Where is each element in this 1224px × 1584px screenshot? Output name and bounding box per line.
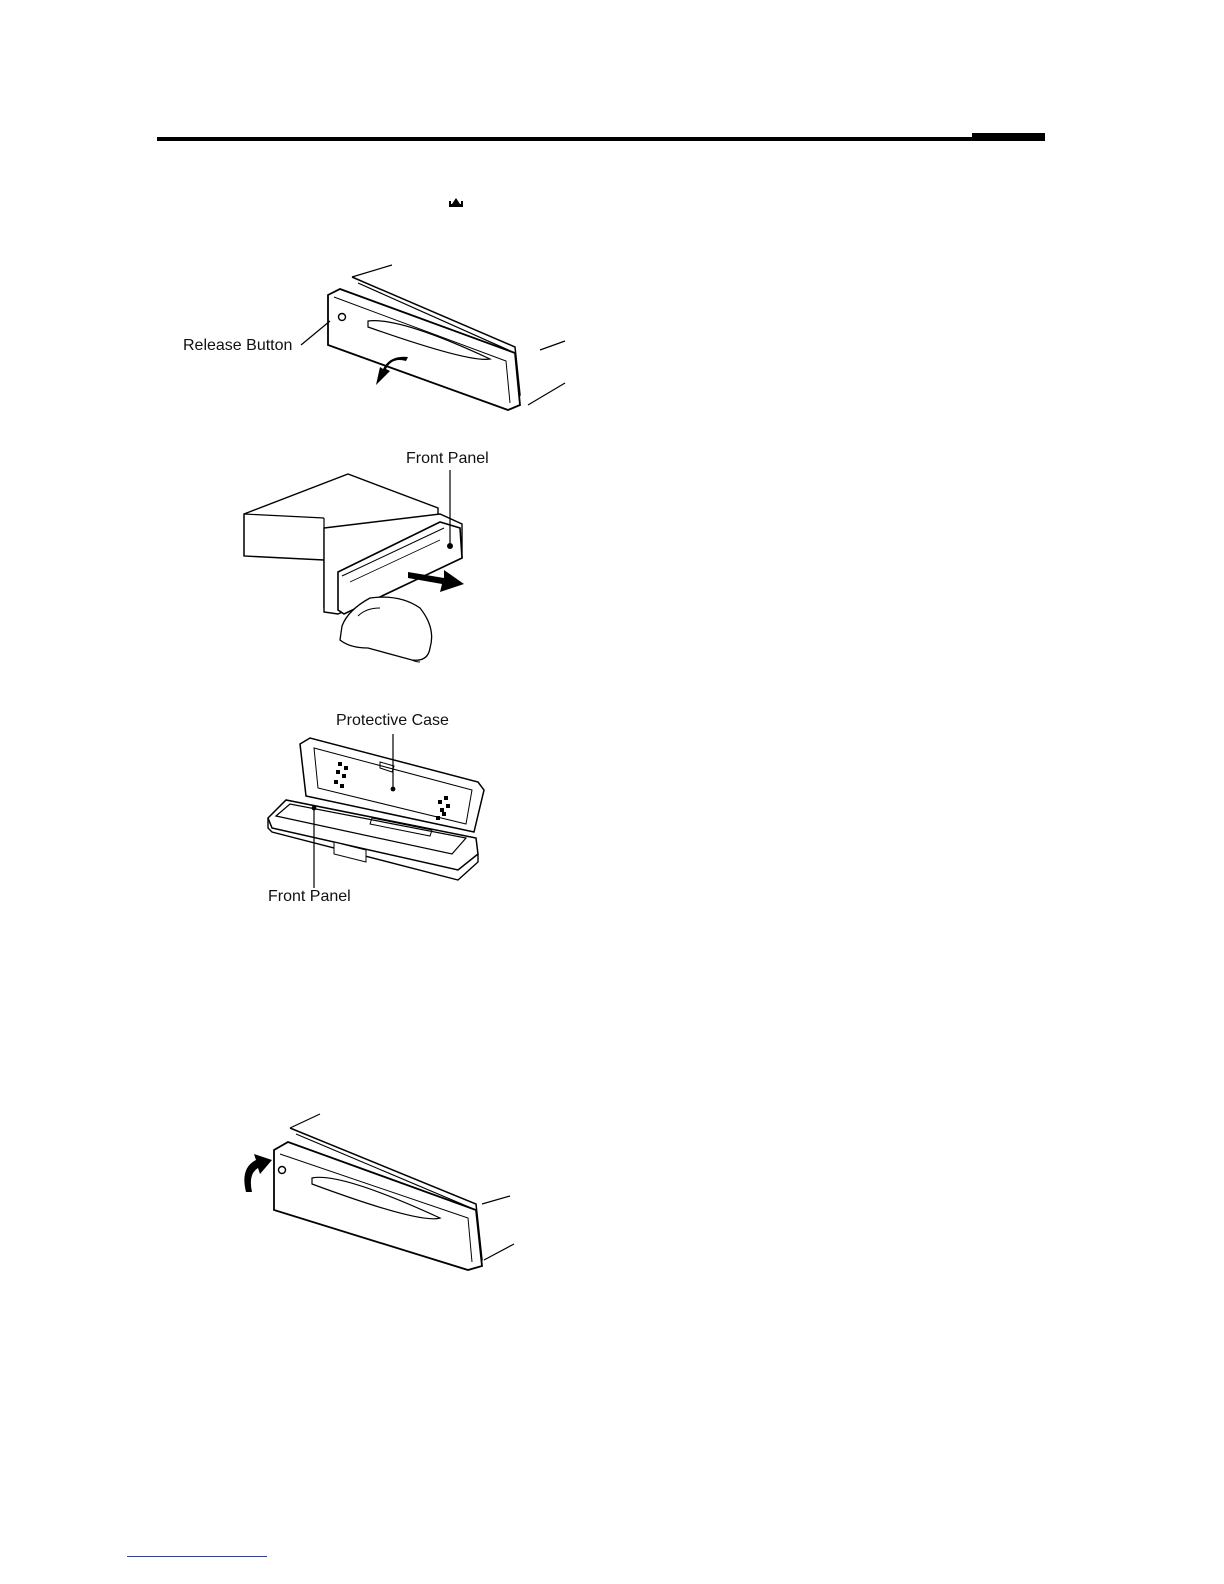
- header-rule: [157, 137, 1045, 141]
- figure-attach-panel: [230, 1100, 530, 1290]
- arrow-right-icon: [406, 564, 466, 594]
- figure-detach-panel: Front Panel: [240, 448, 560, 668]
- header-rule-tab: [972, 133, 1045, 137]
- eject-icon: [448, 196, 464, 208]
- footer-link-underline[interactable]: [127, 1556, 267, 1557]
- front-panel-label: Front Panel: [406, 450, 489, 468]
- curved-arrow-up-icon: [240, 1150, 274, 1194]
- curved-arrow-down-icon: [370, 355, 410, 391]
- front-panel-label-case: Front Panel: [268, 888, 351, 906]
- figure-remove-panel: Release Button: [170, 255, 590, 425]
- figure-storage-case: Protective Case Front Panel: [262, 712, 502, 912]
- protective-case-label: Protective Case: [336, 712, 449, 730]
- release-button-label: Release Button: [183, 337, 292, 355]
